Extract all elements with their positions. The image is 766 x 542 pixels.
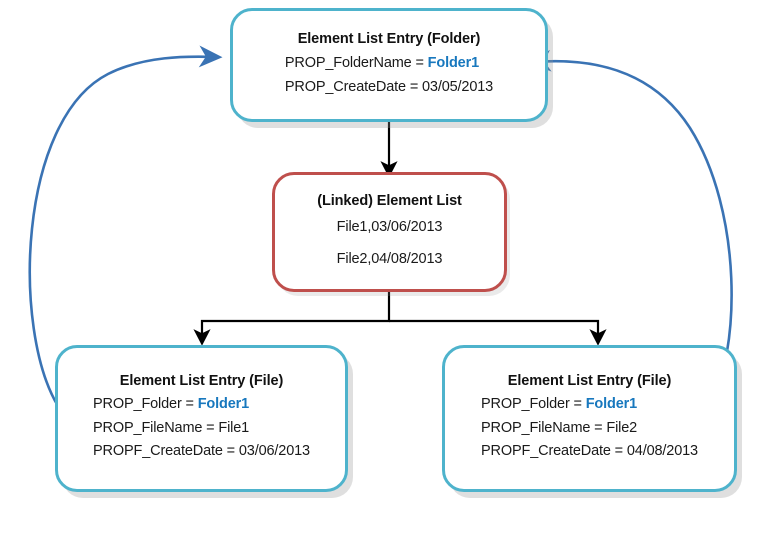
node-row-propf-createdate: PROPF_CreateDate = 03/06/2013 <box>93 443 310 460</box>
node-title: Element List Entry (File) <box>119 373 284 390</box>
node-row-create-date: PROP_CreateDate = 03/05/2013 <box>284 78 494 95</box>
node-rows: File1,03/06/2013 File2,04/08/2013 <box>337 213 443 271</box>
node-row-prop-filename: PROP_FileName = File2 <box>481 419 638 436</box>
row-label: PROP_Folder = <box>481 396 586 413</box>
node-element-list-entry-file-right[interactable]: Element List Entry (File) PROP_Folder = … <box>442 345 737 492</box>
node-rows: PROP_FolderName = Folder1 PROP_CreateDat… <box>285 52 493 99</box>
node-rows: PROP_Folder = Folder1 PROP_FileName = Fi… <box>93 393 310 463</box>
node-element-list-entry-file-left[interactable]: Element List Entry (File) PROP_Folder = … <box>55 345 348 492</box>
node-row-prop-folder: PROP_Folder = Folder1 <box>481 393 637 416</box>
node-row-file2: File2,04/08/2013 <box>336 250 443 267</box>
node-row-folder-name: PROP_FolderName = Folder1 <box>285 52 479 75</box>
node-row-file1: File1,03/06/2013 <box>336 219 443 236</box>
node-element-list-entry-folder[interactable]: Element List Entry (Folder) PROP_FolderN… <box>230 8 548 122</box>
node-row-prop-folder: PROP_Folder = Folder1 <box>93 393 249 416</box>
row-label: PROP_Folder = <box>93 396 198 413</box>
edge-linked-list-split <box>193 292 607 346</box>
node-linked-element-list[interactable]: (Linked) Element List File1,03/06/2013 F… <box>272 172 507 292</box>
node-title: Element List Entry (Folder) <box>297 31 481 48</box>
row-label: PROP_FolderName = <box>284 55 428 72</box>
row-value: Folder1 <box>585 396 638 413</box>
node-rows: PROP_Folder = Folder1 PROP_FileName = Fi… <box>481 393 698 463</box>
row-value: Folder1 <box>427 55 479 72</box>
node-title: (Linked) Element List <box>317 193 462 210</box>
row-value: Folder1 <box>197 396 250 413</box>
node-title: Element List Entry (File) <box>507 373 672 390</box>
node-row-prop-filename: PROP_FileName = File1 <box>93 419 250 436</box>
node-row-propf-createdate: PROPF_CreateDate = 04/08/2013 <box>481 443 698 460</box>
